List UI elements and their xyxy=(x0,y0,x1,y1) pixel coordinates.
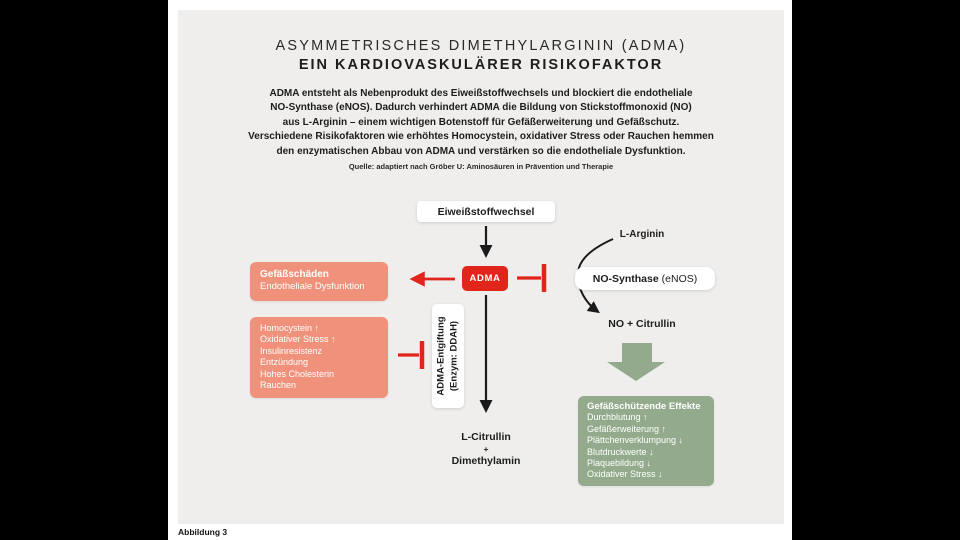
green-block-arrow-icon xyxy=(607,343,665,381)
nos-label: NO-Synthase xyxy=(592,272,659,285)
l-arginin-label: L-Arginin xyxy=(619,229,665,240)
risk-factors-box: Homocystein ↑ Oxidativer Stress ↑ Insuli… xyxy=(250,317,388,398)
intro-line: NO-Synthase (eNOS). Dadurch verhindert A… xyxy=(270,102,692,114)
vessel-damage-title: Gefäßschäden xyxy=(260,269,329,280)
intro-line: den enzymatischen Abbau von ADMA und ver… xyxy=(276,145,686,157)
adma-detox-line2: (Enzym: DDAH) xyxy=(448,320,459,392)
dimethylamin-label: Dimethylamin xyxy=(451,455,521,467)
protective-effects-box: Gefäßschützende Effekte Durchblutung ↑ G… xyxy=(578,396,714,486)
page-title: ASYMMETRISCHES DIMETHYLARGININ (ADMA) xyxy=(275,38,687,54)
nos-suffix: (eNOS) xyxy=(661,272,698,285)
protective-effect-item: Gefäßerweiterung ↑ xyxy=(587,423,667,434)
adma-detox-line1: ADMA-Entgiftung xyxy=(435,316,447,396)
protein-metabolism-box: Eiweißstoffwechsel xyxy=(417,201,555,222)
protective-effect-item: Plaquebildung ↓ xyxy=(587,458,652,469)
adma-detox-box: ADMA-Entgiftung (Enzym: DDAH) xyxy=(432,304,464,408)
l-citrullin-label: L-Citrullin xyxy=(461,431,511,443)
protective-effect-item: Blutdruckwerte ↓ xyxy=(587,446,654,457)
breakdown-products-label: L-Citrullin + Dimethylamin xyxy=(426,431,546,468)
vessel-damage-subtitle: Endotheliale Dysfunktion xyxy=(260,281,365,292)
protective-effect-item: Durchblutung ↑ xyxy=(587,412,648,423)
risk-factor-item: Entzündung xyxy=(260,357,309,368)
protein-metabolism-label: Eiweißstoffwechsel xyxy=(437,205,535,218)
risk-factor-item: Insulinresistenz xyxy=(260,345,323,356)
diagram-panel: ASYMMETRISCHES DIMETHYLARGININ (ADMA) EI… xyxy=(178,10,784,524)
inhibit-risk-ddah-icon xyxy=(398,341,425,369)
vessel-damage-box: Gefäßschäden Endotheliale Dysfunktion xyxy=(250,262,388,301)
plus-sign: + xyxy=(483,444,489,454)
intro-paragraph: ADMA entsteht als Nebenprodukt des Eiwei… xyxy=(178,87,784,159)
connector-layer xyxy=(398,226,665,413)
adma-label: ADMA xyxy=(469,273,501,284)
page-subtitle: EIN KARDIOVASKULÄRER RISIKOFAKTOR xyxy=(298,57,664,73)
protective-effects-title: Gefäßschützende Effekte xyxy=(587,401,701,412)
source-note: Quelle: adaptiert nach Gröber U: Aminosä… xyxy=(348,162,614,171)
adma-box: ADMA xyxy=(462,266,508,291)
risk-factor-item: Rauchen xyxy=(260,380,297,391)
protective-effect-item: Oxidativer Stress ↓ xyxy=(587,469,663,480)
intro-line: ADMA entsteht als Nebenprodukt des Eiwei… xyxy=(269,88,693,99)
protective-effect-item: Plättchenverklumpung ↓ xyxy=(587,435,684,446)
risk-factor-item: Homocystein ↑ xyxy=(260,323,320,333)
intro-line: aus L-Arginin – einem wichtigen Botensto… xyxy=(282,116,680,128)
intro-line: Verschiedene Risikofaktoren wie erhöhtes… xyxy=(248,131,714,143)
figure-caption: Abbildung 3 xyxy=(178,527,228,537)
risk-factor-item: Oxidativer Stress ↑ xyxy=(260,334,336,345)
no-citrullin-label: NO + Citrullin xyxy=(608,318,676,330)
adma-detox-label: ADMA-Entgiftung (Enzym: DDAH) xyxy=(436,316,461,395)
nos-box: NO-Synthase (eNOS) xyxy=(575,267,715,290)
inhibit-adma-nos-icon xyxy=(517,264,547,292)
slide: ASYMMETRISCHES DIMETHYLARGININ (ADMA) EI… xyxy=(168,0,792,540)
risk-factor-item: Hohes Cholesterin xyxy=(260,368,335,379)
